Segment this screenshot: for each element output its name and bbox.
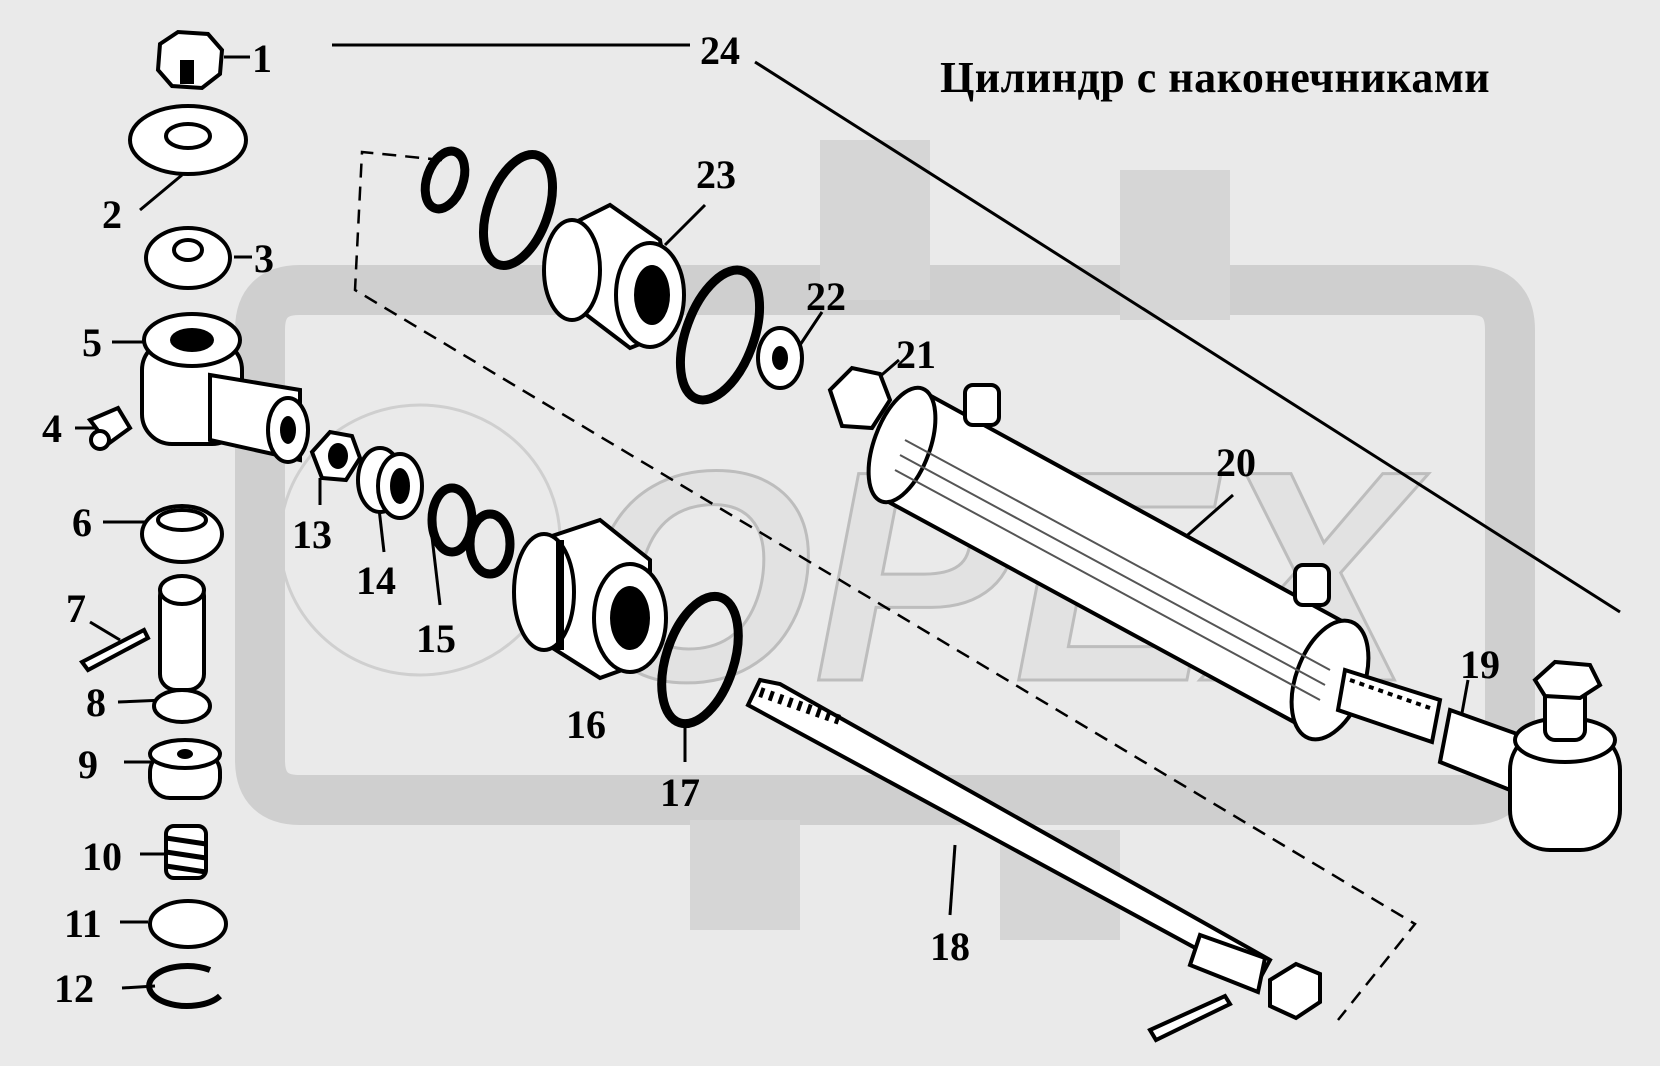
part-8-ball-pin	[152, 574, 212, 724]
part-16-gland	[512, 517, 668, 681]
part-9-seat	[148, 738, 222, 800]
part-10-spring	[164, 824, 208, 880]
watermark: OPEX	[235, 140, 1535, 940]
part-4-grease-fitting	[86, 405, 133, 451]
part-15-rings	[427, 483, 515, 579]
part-1-castle-nut	[155, 29, 225, 91]
diagram-title: Цилиндр с наконечниками	[940, 53, 1491, 102]
part-14-bushing	[356, 446, 424, 520]
callout-12: 12	[54, 966, 94, 1011]
part-23-gland-upper	[420, 146, 686, 351]
part-18-rod	[745, 677, 1322, 1043]
part-17-o-ring	[657, 591, 743, 729]
callout-9: 9	[78, 742, 98, 787]
callout-18: 18	[930, 924, 970, 969]
part-2-dome-washer	[128, 104, 248, 176]
callout-1: 1	[252, 36, 272, 81]
callout-2: 2	[102, 192, 122, 237]
callout-14: 14	[356, 558, 396, 603]
callouts: 1 2 3 5 4 6 7 8 9 10 11 12 13 14 15 16 1…	[42, 28, 1500, 1011]
part-5-tie-rod-end	[140, 312, 310, 464]
part-22-washer	[675, 265, 804, 405]
part-13-nut	[309, 429, 363, 483]
callout-15: 15	[416, 616, 456, 661]
callout-13: 13	[292, 512, 332, 557]
part-21-castle-nut	[827, 365, 893, 431]
part-3-nut	[144, 226, 232, 290]
part-12-snap-ring	[146, 962, 223, 1009]
leader-lines	[75, 43, 1621, 1021]
callout-7: 7	[66, 586, 86, 631]
callout-16: 16	[566, 702, 606, 747]
callout-6: 6	[72, 500, 92, 545]
part-19-tie-rod-end	[1437, 659, 1622, 852]
part-6-nut	[140, 504, 224, 564]
callout-10: 10	[82, 834, 122, 879]
callout-22: 22	[806, 274, 846, 319]
callout-3: 3	[254, 236, 274, 281]
part-11-plug	[148, 899, 228, 949]
callout-23: 23	[696, 152, 736, 197]
callout-21: 21	[896, 332, 936, 377]
callout-17: 17	[660, 770, 700, 815]
callout-19: 19	[1460, 642, 1500, 687]
callout-5: 5	[82, 320, 102, 365]
callout-11: 11	[64, 901, 102, 946]
part-7-cotter-pin	[78, 627, 151, 673]
callout-4: 4	[42, 406, 62, 451]
callout-20: 20	[1216, 440, 1256, 485]
callout-24: 24	[700, 28, 740, 73]
callout-8: 8	[86, 680, 106, 725]
part-20-cylinder	[866, 383, 1443, 745]
